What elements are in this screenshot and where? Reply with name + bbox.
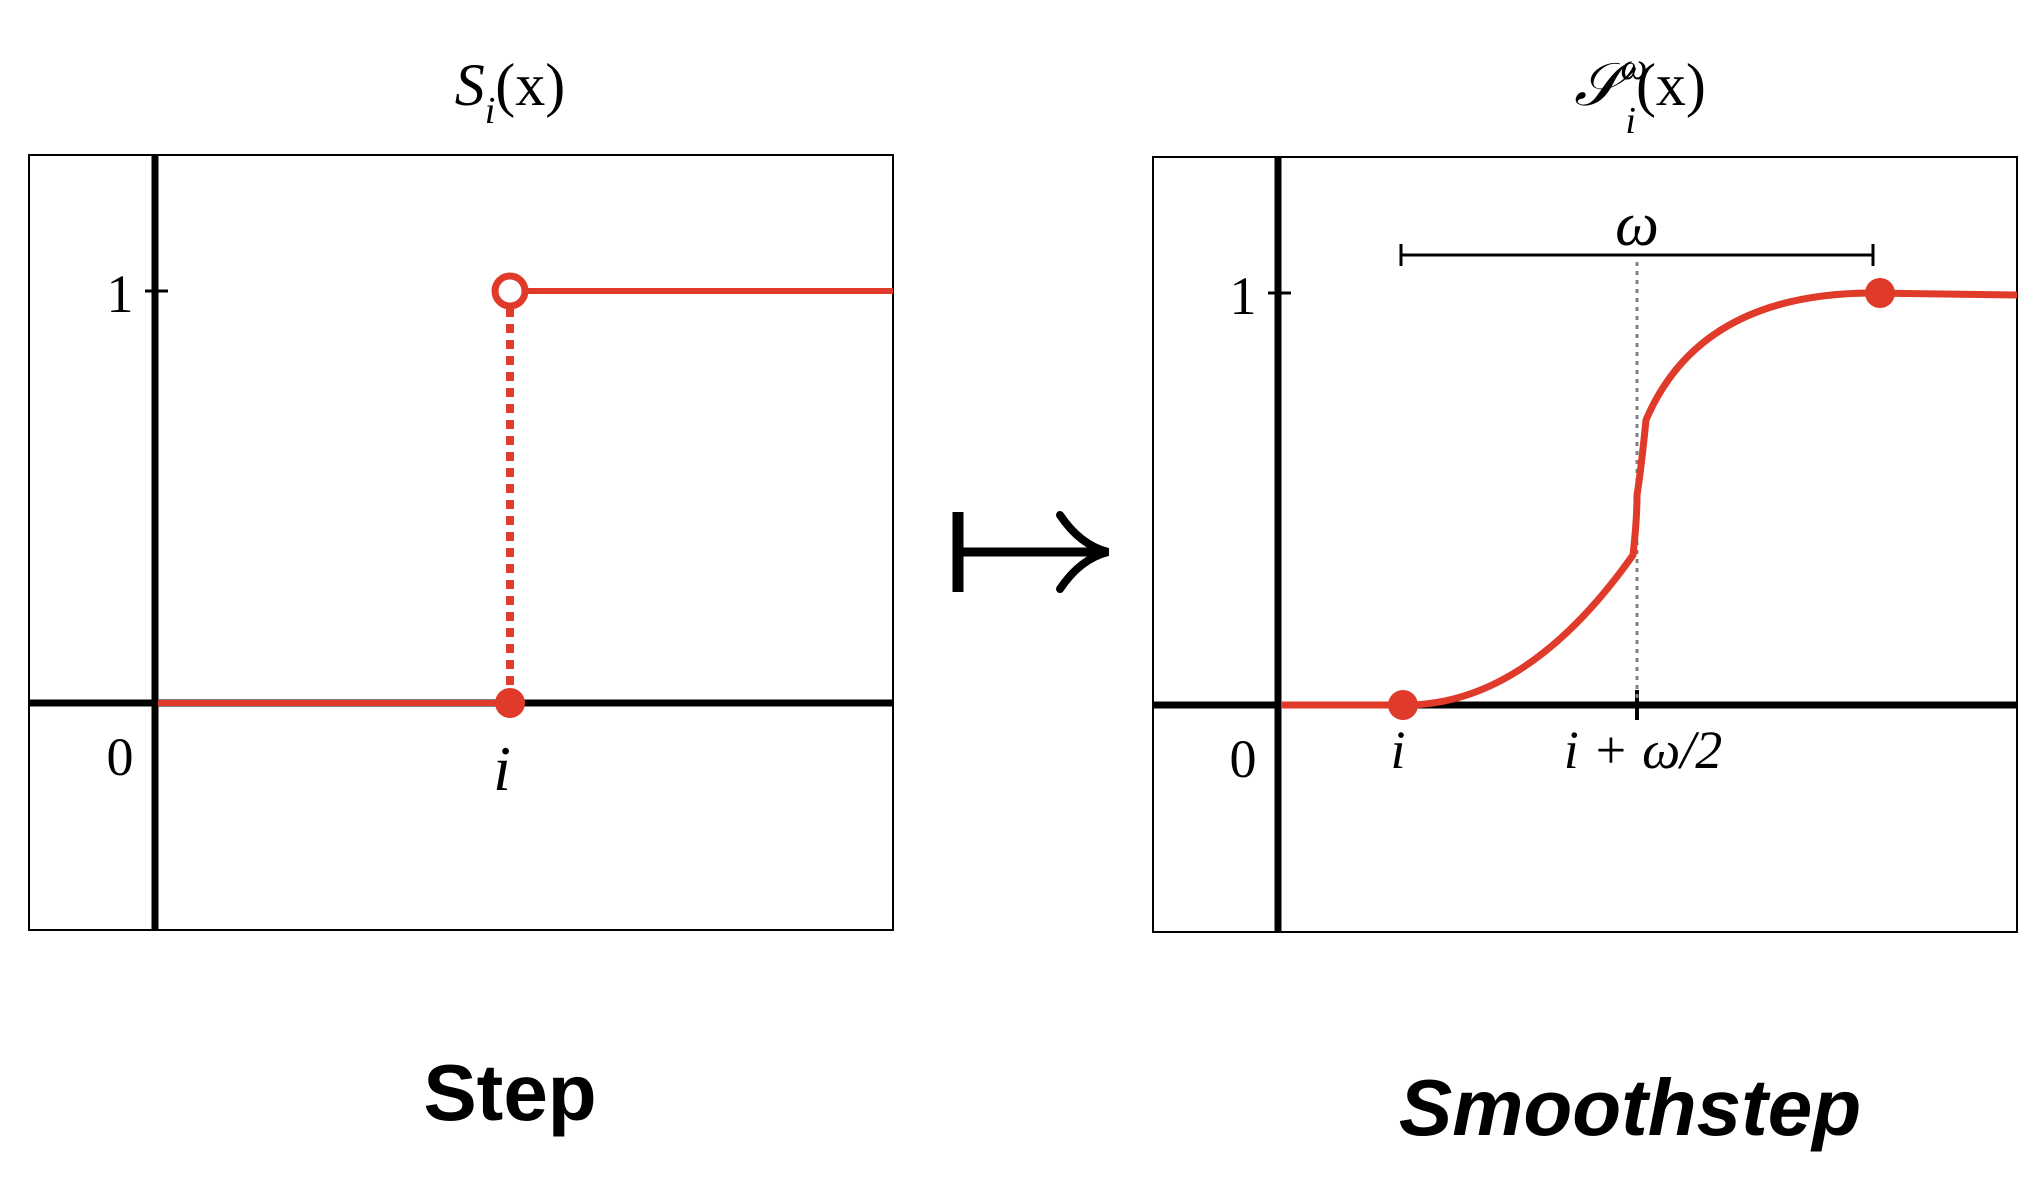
step-x-label-i: i: [493, 733, 511, 804]
smoothstep-x-label-mid: i + ω/2: [1564, 720, 1723, 780]
step-y-zero-label: 0: [107, 727, 134, 787]
smoothstep-curve: [1281, 289, 2018, 709]
mapsto-arrow-icon: [952, 511, 1110, 593]
smoothstep-start-dot: [1388, 690, 1418, 720]
smoothstep-caption: Smoothstep: [1399, 1063, 1861, 1152]
step-y-tick-1-label: 1: [107, 264, 134, 324]
step-panel: Si(x) 1 0 i Step: [28, 52, 894, 1137]
smoothstep-end-dot: [1865, 278, 1895, 308]
step-plot-frame: [28, 154, 894, 931]
step-open-dot: [491, 272, 529, 310]
smoothstep-plot-frame: [1152, 156, 2018, 933]
smoothstep-x-label-i: i: [1390, 720, 1405, 780]
smoothstep-y-zero-label: 0: [1230, 729, 1257, 789]
omega-width-label: ω: [1615, 191, 1659, 259]
step-filled-dot: [495, 688, 525, 718]
step-title: Si(x): [455, 52, 566, 132]
step-caption: Step: [423, 1048, 596, 1137]
smoothstep-y-tick-1-label: 1: [1230, 266, 1257, 326]
